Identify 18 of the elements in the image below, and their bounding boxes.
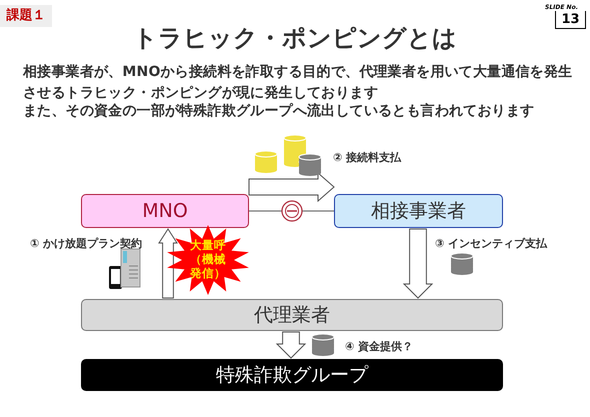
intro-text: 相接事業者が、MNOから接続料を詐取する目的で、代理業者を用いて大量通信を発生させるトラヒック・ポンピングが現に発生しております <box>23 63 574 102</box>
slide-title: トラヒック・ポンピングとは <box>132 23 458 54</box>
block-arrow <box>248 172 335 202</box>
step-label: ③ インセンティブ支払 <box>435 236 548 251</box>
edge-label: ② 接続料支払 <box>333 150 402 165</box>
intro-text: また、その資金の一部が特殊詐欺グループへ流出しているとも言われております <box>23 102 534 120</box>
group-box: 特殊詐欺グループ <box>81 359 503 391</box>
block-arrow <box>276 332 306 359</box>
burst-shape: 大量呼（機械発信） <box>166 225 250 295</box>
topic-label: 課題１ <box>0 5 52 27</box>
slide-number: 13 <box>555 11 586 29</box>
agent-box: 代理業者 <box>81 299 503 331</box>
step-label: ① かけ放題プラン契約 <box>30 236 142 251</box>
step-label: ④ 資金提供？ <box>345 339 414 354</box>
operator-box: MNO <box>81 194 249 228</box>
block-arrow <box>402 228 434 299</box>
operator-box: 相接事業者 <box>334 194 503 228</box>
block-arrow <box>158 228 178 298</box>
